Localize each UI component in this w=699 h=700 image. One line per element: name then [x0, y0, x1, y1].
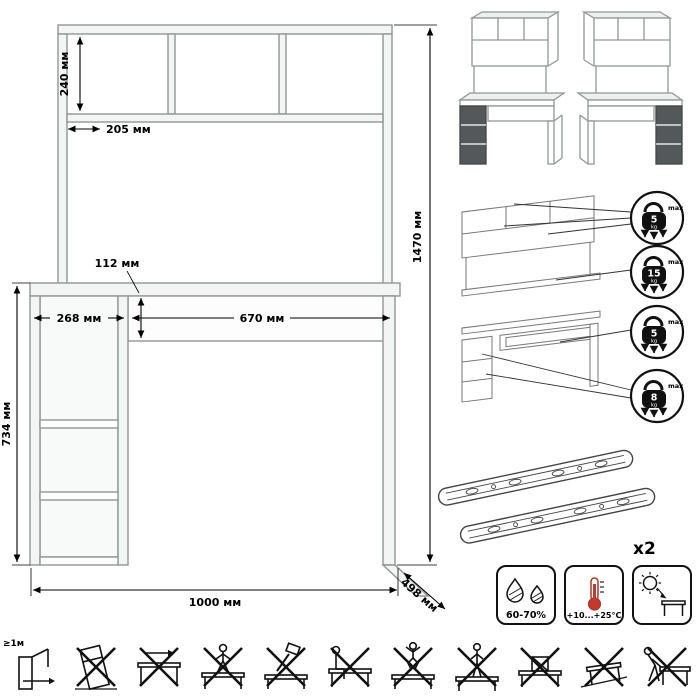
down-arrows-icon — [640, 229, 668, 240]
prohibition-cross-icon — [583, 647, 624, 687]
variant-thumbnail-left — [457, 11, 567, 165]
clearance-label: ≥1м — [3, 639, 25, 649]
warning-no-tilt — [65, 639, 127, 697]
load-badge-cabinet-shelf: 8 kg max — [629, 368, 684, 424]
load-max-label: max — [668, 318, 684, 326]
load-leader-lines — [481, 203, 632, 399]
thermometer-icon — [587, 577, 604, 611]
warning-no-push — [636, 639, 698, 697]
load-badge-shelf-top: 5 kg max — [629, 190, 684, 246]
prohibition-cross-icon — [520, 647, 560, 687]
kettlebell-handle-icon — [643, 202, 664, 213]
no-hammer-icon — [264, 642, 308, 689]
no-uneven-floor-icon — [580, 647, 627, 688]
dim-depth: 498 мм — [398, 576, 440, 615]
sunlight-table-icon — [639, 572, 686, 616]
down-arrows-icon — [640, 343, 668, 354]
load-badge-desktop: 15 kg max — [629, 244, 684, 300]
prohibition-cross-icon — [329, 647, 370, 687]
no-jump-icon — [391, 641, 435, 689]
load-value: 5 — [651, 329, 658, 340]
warning-no-hammer — [255, 639, 317, 697]
dim-drawer-width: 670 мм — [240, 312, 285, 325]
humidity-drops-icon — [506, 577, 544, 604]
down-arrows-icon — [640, 407, 668, 418]
kettlebell-body-icon — [642, 326, 666, 344]
warning-door-clearance: ≥1м — [1, 639, 63, 697]
dim-shelf-depth: 205 мм — [106, 123, 151, 136]
load-max-label: max — [668, 258, 684, 266]
down-arrows-icon — [640, 283, 668, 294]
load-unit: kg — [651, 403, 657, 409]
warning-no-uneven-floor — [573, 639, 635, 697]
warning-no-stand — [446, 639, 508, 697]
load-max-label: max — [668, 382, 684, 390]
drawer-slide-rail — [459, 487, 656, 544]
humidity-label: 60-70% — [506, 609, 546, 621]
sunlight-condition — [632, 565, 692, 625]
kettlebell-body-icon — [642, 390, 666, 408]
load-value: 15 — [647, 269, 660, 280]
load-unit: kg — [651, 339, 657, 345]
load-value: 8 — [651, 393, 658, 404]
kettlebell-body-icon — [642, 212, 666, 230]
slides-count-label: x2 — [633, 539, 656, 559]
kettlebell-handle-icon — [643, 256, 664, 267]
variant-thumbnail-right — [575, 11, 685, 165]
desk-outline — [29, 24, 430, 597]
kettlebell-body-icon — [642, 266, 666, 284]
prohibition-cross-icon — [75, 647, 116, 687]
prohibition-cross-icon — [139, 647, 179, 687]
load-value: 5 — [651, 215, 658, 226]
humidity-condition: 60-70% — [496, 565, 556, 625]
exploded-hutch-sketch — [461, 195, 601, 297]
prohibition-cross-icon — [393, 647, 433, 687]
warning-no-drag — [128, 639, 190, 697]
no-drag-icon — [137, 647, 181, 687]
no-heavy-load-icon — [518, 647, 562, 687]
dim-total-width: 1000 мм — [189, 596, 241, 609]
load-limit-diagram: 5 kg max 15 kg max — [461, 190, 684, 424]
dim-cabinet-width: 268 мм — [57, 312, 102, 325]
load-unit: kg — [651, 279, 657, 285]
door-clearance-icon — [18, 648, 55, 690]
dim-desk-height: 734 мм — [0, 402, 13, 447]
desk-dimension-drawing: 240 мм 205 мм 734 мм 1470 мм 1000 мм 498… — [0, 24, 446, 615]
drawer-slides-panel: x2 — [437, 449, 656, 559]
dim-shelf-height: 240 мм — [58, 52, 71, 97]
prohibition-cross-icon — [647, 647, 687, 687]
warning-no-heavy-load — [509, 639, 571, 697]
load-unit: kg — [651, 225, 657, 231]
kettlebell-handle-icon — [643, 316, 664, 327]
dim-total-height: 1470 мм — [411, 211, 424, 263]
dimension-lines — [12, 24, 446, 610]
drawer-slide-rail — [437, 449, 634, 506]
load-badge-drawer: 5 kg max — [629, 304, 684, 360]
temperature-condition: +10...+25°C — [564, 565, 624, 625]
no-push-icon — [643, 646, 691, 687]
prohibition-cross-icon — [202, 647, 243, 687]
dim-drawer-height: 112 мм — [95, 257, 140, 270]
warning-no-climb — [192, 639, 254, 697]
no-stand-icon — [454, 642, 499, 691]
no-climb-icon — [200, 643, 245, 689]
load-max-label: max — [668, 204, 684, 212]
no-sit-icon — [327, 645, 372, 687]
exploded-desk-sketch — [461, 310, 601, 403]
no-tilt-icon — [74, 644, 117, 691]
kettlebell-handle-icon — [643, 380, 664, 391]
prohibition-cross-icon — [266, 647, 306, 687]
temperature-label: +10...+25°C — [566, 611, 622, 620]
warning-no-jump — [382, 639, 444, 697]
prohibition-cross-icon — [456, 647, 497, 687]
warning-no-sit — [319, 639, 381, 697]
